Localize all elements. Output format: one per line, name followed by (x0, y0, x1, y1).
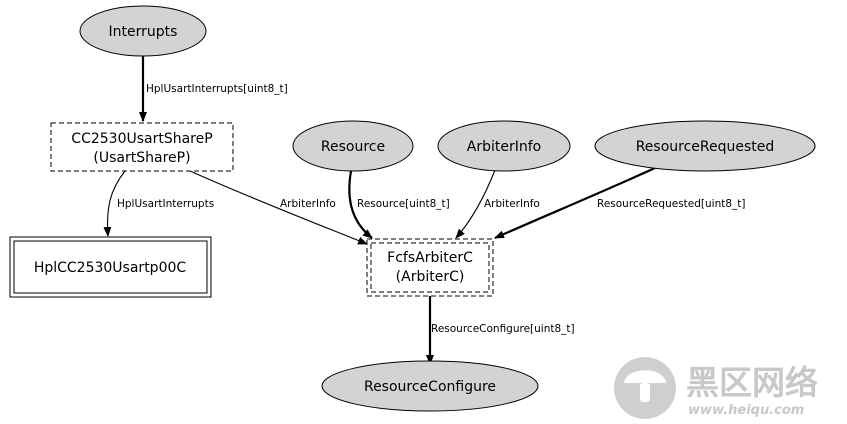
edge-label-arbiterinfo-left: ArbiterInfo (280, 198, 336, 210)
edge-arbiterinfo-to-fcfs (455, 169, 496, 239)
edges (103, 56, 656, 365)
node-interrupts-label: Interrupts (109, 24, 178, 40)
edge-resourcerequested-to-fcfs (494, 166, 656, 240)
edge-share-to-fcfs (189, 170, 368, 245)
node-resourcerequested-label: ResourceRequested (636, 139, 775, 155)
node-cc2530usartsharep: CC2530UsartShareP (UsartShareP) (50, 122, 234, 172)
edge-label-resource-uint8: Resource[uint8_t] (357, 198, 450, 210)
watermark-title: 黑区网络 (686, 363, 818, 402)
edge-label-hplusartinterrupts-uint8: HplUsartInterrupts[uint8_t] (146, 83, 288, 95)
watermark-url: www.heiqu.com (688, 403, 804, 418)
mushroom-logo-icon (614, 357, 676, 419)
node-resourceconfigure-label: ResourceConfigure (364, 379, 496, 395)
edge-share-to-hpl (103, 170, 126, 237)
edge-label-resourceconfigure-uint8: ResourceConfigure[uint8_t] (431, 323, 575, 335)
node-arbiterinfo-label: ArbiterInfo (467, 139, 541, 155)
node-cc2530usartsharep-label: CC2530UsartShareP (71, 131, 212, 147)
node-resourceconfigure: ResourceConfigure (321, 360, 539, 412)
node-resource: Resource (292, 120, 414, 172)
node-interrupts: Interrupts (79, 5, 207, 57)
node-hplcc2530usartp00c-label: HplCC2530Usartp00C (34, 260, 187, 276)
node-hplcc2530usartp00c: HplCC2530Usartp00C (9, 236, 212, 298)
node-arbiterinfo: ArbiterInfo (437, 120, 571, 172)
watermark: 黑区网络 www.heiqu.com (614, 357, 818, 419)
edge-label-hplusartinterrupts: HplUsartInterrupts (117, 198, 214, 210)
node-fcfsarbiterc-sublabel: (ArbiterC) (396, 269, 465, 285)
node-resourcerequested: ResourceRequested (594, 120, 816, 172)
node-resource-label: Resource (321, 139, 385, 155)
node-cc2530usartsharep-sublabel: (UsartShareP) (93, 150, 190, 166)
node-fcfsarbiterc-label: FcfsArbiterC (387, 250, 473, 266)
node-fcfsarbiterc: FcfsArbiterC (ArbiterC) (366, 238, 494, 297)
edge-resource-to-fcfs (348, 170, 373, 239)
edge-label-arbiterinfo-right: ArbiterInfo (484, 198, 540, 210)
edge-label-resourcerequested-uint8: ResourceRequested[uint8_t] (597, 198, 746, 210)
